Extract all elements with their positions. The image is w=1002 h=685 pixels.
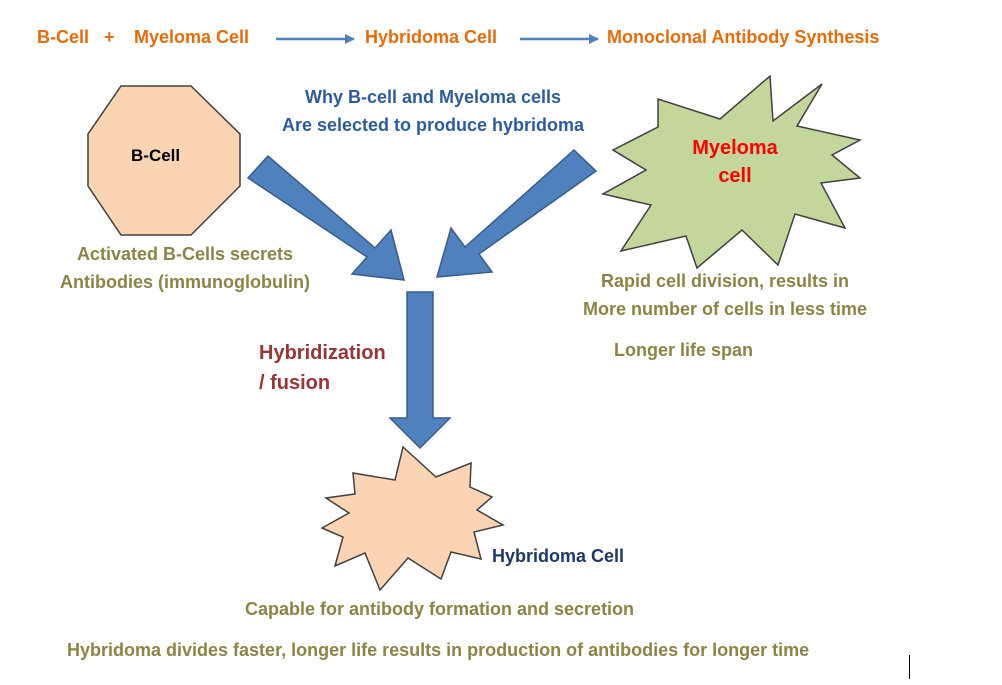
flow-myeloma-label: Myeloma Cell [134,27,250,47]
myeloma-star [600,74,863,270]
process-label-line-1: Hybridization [259,342,386,364]
process-label-line-2: / fusion [259,372,331,394]
bcell-to-fusion-arrow [246,154,406,281]
myeloma-caption-line-2: More number of cells in less time [582,299,868,319]
flow-bcell-label: B-Cell [37,27,90,47]
flow-plus-sign: + [104,27,115,47]
bcell-caption-line-2: Antibodies (immunoglobulin) [60,272,310,292]
bcell-shape-label: B-Cell [131,146,181,165]
hybridoma-shape-label: Hybridoma Cell [492,546,625,566]
myeloma-to-fusion-arrow [435,148,598,278]
footer-line-2: Hybridoma divides faster, longer life re… [67,640,810,660]
bcell-octagon [87,85,241,236]
fusion-to-hybridoma-arrow [388,291,452,450]
myeloma-shape-label-1: Myeloma [692,137,778,159]
question-line-1: Why B-cell and Myeloma cells [304,87,562,107]
myeloma-caption-line-3: Longer life span [614,340,754,360]
hybridoma-star [320,445,506,592]
bcell-caption-line-1: Activated B-Cells secrets [76,244,294,264]
flow-synthesis-label: Monoclonal Antibody Synthesis [607,27,880,47]
text-cursor [909,655,910,679]
myeloma-shape-label-2: cell [718,165,752,187]
footer-line-1: Capable for antibody formation and secre… [245,599,635,619]
myeloma-caption-line-1: Rapid cell division, results in [600,271,850,291]
flow-hybridoma-label: Hybridoma Cell [365,27,498,47]
question-line-2: Are selected to produce hybridoma [281,115,585,135]
